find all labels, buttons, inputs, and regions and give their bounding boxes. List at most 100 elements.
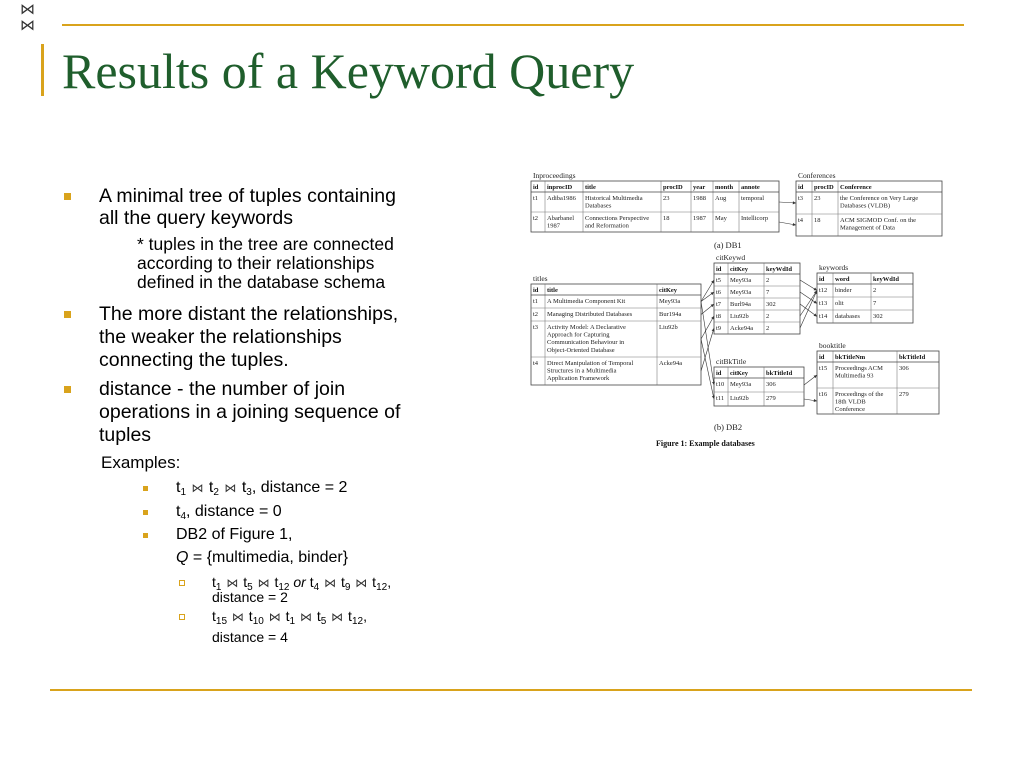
inproceedings-header-cell: annote xyxy=(741,184,760,191)
join-arrowhead xyxy=(711,316,714,320)
bullet-text: connecting the tuples. xyxy=(99,349,289,371)
citkeywd-row-cell: 2 xyxy=(766,313,769,320)
inproceedings-row-cell: 1987 xyxy=(693,215,707,222)
or-word: or xyxy=(293,574,306,590)
inproceedings-row-cell: 23 xyxy=(663,195,670,202)
join-icon: ⋈ xyxy=(268,610,281,624)
titles-row-cell: Managing Distributed Databases xyxy=(547,311,633,318)
conferences-row-cell: t4 xyxy=(798,217,804,224)
titles-row-cell: Mey93a xyxy=(659,298,680,305)
booktitle-row-cell: Proceedings ACM xyxy=(835,365,883,372)
join-arrow xyxy=(700,301,715,386)
example-query: Q = {multimedia, binder} xyxy=(176,548,348,567)
inproceedings-row-cell: Aug xyxy=(715,195,727,202)
inproceedings-table-frame xyxy=(530,180,780,233)
booktitle-row-cell: 18th VLDB xyxy=(835,399,866,406)
titles-row-cell: Liu92b xyxy=(659,324,678,331)
citbktitle-header-cell: bkTitleId xyxy=(766,370,793,377)
titles-row-cell: t3 xyxy=(533,324,538,331)
join-arrowhead xyxy=(814,290,818,294)
join-icon: ⋈ xyxy=(355,576,368,590)
booktitle-row-cell: 306 xyxy=(899,365,910,372)
citbktitle-header-cell: id xyxy=(716,370,722,377)
citkeywd-header-cell: keyWdId xyxy=(766,266,792,273)
booktitle-row-cell: t15 xyxy=(819,365,827,372)
note-text: * tuples in the tree are connected xyxy=(137,234,394,254)
titles-row-cell: t2 xyxy=(533,311,538,318)
inproceedings-header-cell: procID xyxy=(663,184,683,191)
conferences-row-cell: 18 xyxy=(814,217,821,224)
titles-header-cell: title xyxy=(547,287,558,294)
keywords-table-name: keywords xyxy=(819,263,848,272)
citkeywd-table-name: citKeywd xyxy=(716,253,745,262)
db2-caption: (b) DB2 xyxy=(714,422,742,432)
bullet-text: A minimal tree of tuples containing xyxy=(99,185,396,207)
citkeywd-table-frame xyxy=(713,262,801,335)
keywords-row-cell: t14 xyxy=(819,313,828,320)
inproceedings-row-cell: t2 xyxy=(533,215,538,222)
titles-row-cell: Application Framework xyxy=(547,375,610,382)
citbktitle-row-cell: Liu92b xyxy=(730,395,749,402)
join-icon-top: ⋈ xyxy=(20,1,35,18)
bullet-text: operations in a joining sequence of xyxy=(99,401,401,423)
booktitle-row-cell: Multimedia 93 xyxy=(835,373,873,380)
join-arrow xyxy=(799,290,818,329)
citkeywd-row-cell: 2 xyxy=(766,277,769,284)
inproceedings-header-cell: year xyxy=(693,184,705,191)
bullet-marker xyxy=(64,193,71,200)
join-icon: ⋈ xyxy=(224,481,237,495)
join-icon: ⋈ xyxy=(299,610,312,624)
examples-label: Examples: xyxy=(101,453,181,472)
page-title: Results of a Keyword Query xyxy=(62,43,635,99)
join-arrowhead xyxy=(711,328,715,332)
citkeywd-row-cell: Mey93a xyxy=(730,277,751,284)
citkeywd-header-cell: citKey xyxy=(730,266,749,273)
join-arrow xyxy=(700,279,715,302)
join-icon: ⋈ xyxy=(191,481,204,495)
query-symbol: Q xyxy=(176,549,189,566)
citkeywd-row-cell: t6 xyxy=(716,289,722,296)
keywords-row-cell: t13 xyxy=(819,300,827,307)
inproceedings-row-cell: 1988 xyxy=(693,195,706,202)
join-arrowhead xyxy=(813,399,817,403)
inproceedings-row-cell: Intellicorp xyxy=(741,215,768,222)
titles-row-cell: Acke94a xyxy=(659,360,682,367)
keywords-row-cell: binder xyxy=(835,287,852,294)
example-distance: , distance = 0 xyxy=(186,503,282,520)
citkeywd-row-cell: 2 xyxy=(766,325,769,332)
join-arrowhead xyxy=(712,381,716,385)
inproceedings-row-cell: 18 xyxy=(663,215,670,222)
citbktitle-row-cell: t11 xyxy=(716,395,724,402)
conferences-row-cell: ACM SIGMOD Conf. on the xyxy=(840,217,916,224)
query-keywords: = {multimedia, binder} xyxy=(188,549,349,566)
join-arrowhead xyxy=(711,280,714,284)
booktitle-table-name: booktitle xyxy=(819,341,846,350)
join-arrowhead xyxy=(711,395,715,399)
citkeywd-header-cell: id xyxy=(716,266,722,273)
figure-caption: Figure 1: Example databases xyxy=(656,439,755,448)
sub-sub-bullet-marker xyxy=(179,614,185,620)
conferences-row-cell: the Conference on Very Large xyxy=(840,195,918,202)
note-text: according to their relationships xyxy=(137,253,375,273)
conferences-row-cell: 23 xyxy=(814,195,821,202)
conferences-header-cell: procID xyxy=(814,184,834,191)
join-arrowhead xyxy=(813,300,817,304)
keywords-row-cell: 302 xyxy=(873,313,883,320)
join-arrowhead xyxy=(813,313,817,317)
citkeywd-row-cell: t9 xyxy=(716,325,721,332)
example-distance: , distance = 2 xyxy=(251,479,348,496)
booktitle-header-cell: bkTitleId xyxy=(899,354,926,361)
db1-caption: (a) DB1 xyxy=(714,240,742,250)
join-icon: ⋈ xyxy=(331,610,344,624)
titles-row-cell: Activity Model: A Declarative xyxy=(547,324,626,331)
bullet-text: tuples xyxy=(99,424,152,446)
title-accent-bar xyxy=(41,44,44,96)
keywords-row-cell: 7 xyxy=(873,300,877,307)
note-text: defined in the database schema xyxy=(137,272,386,292)
titles-row-cell: t4 xyxy=(533,360,539,367)
join-icon-bottom: ⋈ xyxy=(20,17,35,34)
citbktitle-row-cell: 279 xyxy=(766,395,776,402)
inproceedings-row-cell: and Reformation xyxy=(585,223,630,230)
inproceedings-row-cell: May xyxy=(715,215,728,222)
join-icon: ⋈ xyxy=(324,576,337,590)
